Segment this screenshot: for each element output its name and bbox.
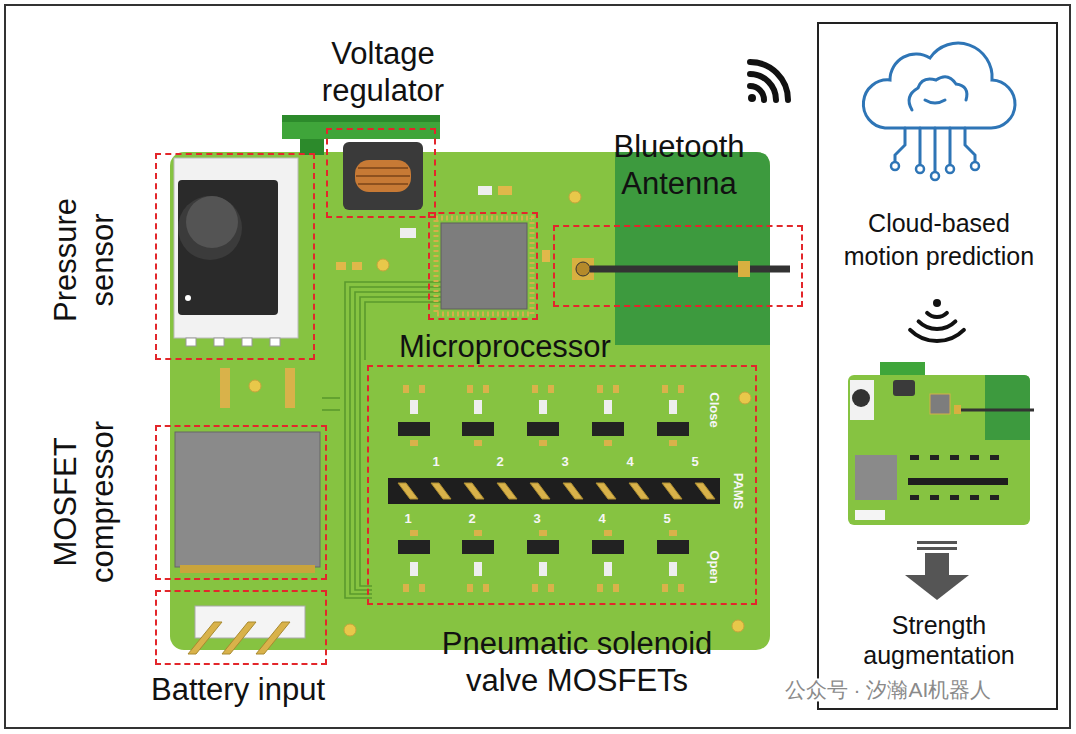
smd-pad (352, 262, 362, 270)
pcb-traces (322, 282, 441, 598)
terminal-block (282, 115, 440, 139)
callout-box: MOSFET compressor (155, 425, 327, 580)
callout-label: Bluetooth Antenna (584, 128, 774, 202)
antenna-cable (590, 266, 790, 273)
silkscreen-text: Open (707, 550, 721, 583)
pin-header (388, 478, 720, 504)
watermark: 公众号 · 汐瀚AI机器人 (781, 678, 996, 701)
panel-text: Strength augmentation (837, 610, 1042, 670)
smd-pad (498, 186, 512, 195)
sensor-pins (186, 338, 280, 346)
silkscreen-number: 2 (496, 455, 503, 469)
sensor-body (178, 180, 278, 315)
silkscreen-number: 3 (561, 455, 568, 469)
callout-box: Battery input (155, 590, 327, 665)
silkscreen-text: PAMS (731, 473, 745, 510)
smd-pad (542, 250, 550, 262)
callout-box: Voltage regulator (326, 128, 436, 218)
compressor-mosfet (175, 432, 320, 567)
silkscreen-number: 4 (598, 512, 605, 526)
sensor-dot (185, 295, 191, 301)
sensor-port (178, 196, 242, 260)
inductor-coil (355, 160, 411, 192)
mounting-holes (249, 191, 751, 636)
circuit-dots (891, 162, 979, 180)
silkscreen-number: 1 (404, 512, 411, 526)
wireless-dot (748, 94, 756, 102)
callout-box: Pneumatic solenoid valve MOSFETs (367, 365, 757, 605)
mini-pcb (848, 362, 1034, 525)
callout-box: Pressure sensor (155, 153, 315, 360)
compressor-pad (220, 368, 230, 408)
callout-label: Voltage regulator (283, 35, 483, 109)
signal-dot (933, 299, 941, 307)
compressor-pad (285, 368, 295, 408)
terminal-block-top (282, 115, 440, 122)
silkscreen-number: 1 (432, 455, 439, 469)
compressor-tab (180, 565, 315, 573)
chip-pins (436, 218, 532, 314)
silkscreen-text: Close (707, 392, 721, 427)
callout-box: Microprocessor (428, 212, 538, 320)
callout-label: Pneumatic solenoid valve MOSFETs (412, 625, 742, 699)
callout-label: MOSFET compressor (47, 392, 121, 612)
info-panel: Cloud-based motion predictionStrength au… (817, 22, 1058, 710)
callout-box: Bluetooth Antenna (553, 225, 803, 307)
smd-part (478, 186, 492, 195)
chip-body (441, 223, 527, 309)
callout-label: Battery input (108, 671, 368, 708)
callout-label: Microprocessor (355, 328, 655, 365)
inductor-body (343, 142, 423, 210)
cloud-icon (863, 43, 1015, 172)
antenna-pad (738, 261, 750, 277)
silkscreen-number: 2 (468, 512, 475, 526)
down-arrow (905, 541, 969, 600)
silkscreen-number: 5 (663, 512, 670, 526)
callout-label: Pressure sensor (47, 170, 121, 350)
panel-text: Cloud-based motion prediction (837, 207, 1042, 272)
outer-frame (5, 5, 1070, 728)
battery-pins (188, 622, 290, 654)
silkscreen-number: 3 (533, 512, 540, 526)
wireless-icon (750, 62, 788, 100)
sensor-housing (174, 158, 298, 338)
silkscreen-number: 5 (691, 455, 698, 469)
sensor-port-top (186, 196, 238, 248)
silkscreen-number: 4 (626, 455, 633, 469)
smd-part (400, 228, 416, 238)
coil-windings (356, 168, 410, 184)
antenna-plug (576, 262, 590, 276)
signal-icon (910, 313, 964, 341)
smd-pad (336, 262, 346, 270)
header-pins (398, 483, 715, 499)
